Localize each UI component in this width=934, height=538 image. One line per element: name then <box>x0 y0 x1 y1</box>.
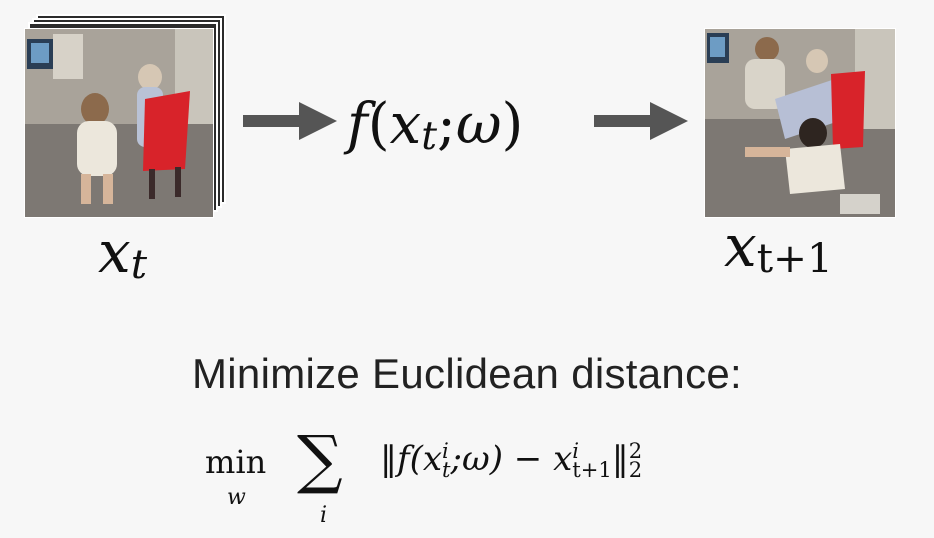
min-variable: w <box>227 485 246 510</box>
function-separator: ; <box>436 92 456 157</box>
arrow-input-to-function <box>243 102 337 140</box>
output-video-frame <box>704 28 896 218</box>
min-operator: min <box>205 443 267 481</box>
formula-body-close: ‖ <box>611 439 629 479</box>
formula-sub-2: t+1 <box>572 457 612 482</box>
function-arg-x: x <box>389 92 422 157</box>
formula-sup-1: i <box>442 438 449 464</box>
function-name: f <box>347 92 368 157</box>
output-frame-scene <box>705 29 895 217</box>
sum-index: i <box>320 503 328 528</box>
function-arg-subscript: t <box>421 113 437 159</box>
formula-norm-sup: 2 <box>628 438 643 464</box>
input-label-subscript: t <box>130 240 148 289</box>
objective-caption: Minimize Euclidean distance: <box>192 350 742 397</box>
sum-operator: ∑ <box>297 423 343 497</box>
function-label: f(xt;ω) <box>347 92 524 159</box>
output-label-subscript: t+1 <box>756 234 833 283</box>
input-frame-scene <box>25 29 213 217</box>
arrow-function-to-output <box>594 102 688 140</box>
function-open-paren: ( <box>367 92 390 157</box>
formula-body-open: ‖f(x <box>380 439 443 479</box>
formula-sup-2: i <box>572 438 579 464</box>
input-video-frame <box>24 28 214 218</box>
function-param-omega: ω <box>455 92 502 157</box>
input-frame-stack <box>24 14 234 224</box>
function-close-paren: ) <box>501 92 524 157</box>
output-label: xt+1 <box>724 212 833 283</box>
formula-body-mid: ;ω) − x <box>450 439 573 479</box>
formula-norm-sub: 2 <box>628 457 643 482</box>
input-label-base: x <box>98 218 131 286</box>
input-label: xt <box>98 218 148 289</box>
formula-sub-1: t <box>442 457 451 482</box>
output-label-base: x <box>724 212 757 280</box>
